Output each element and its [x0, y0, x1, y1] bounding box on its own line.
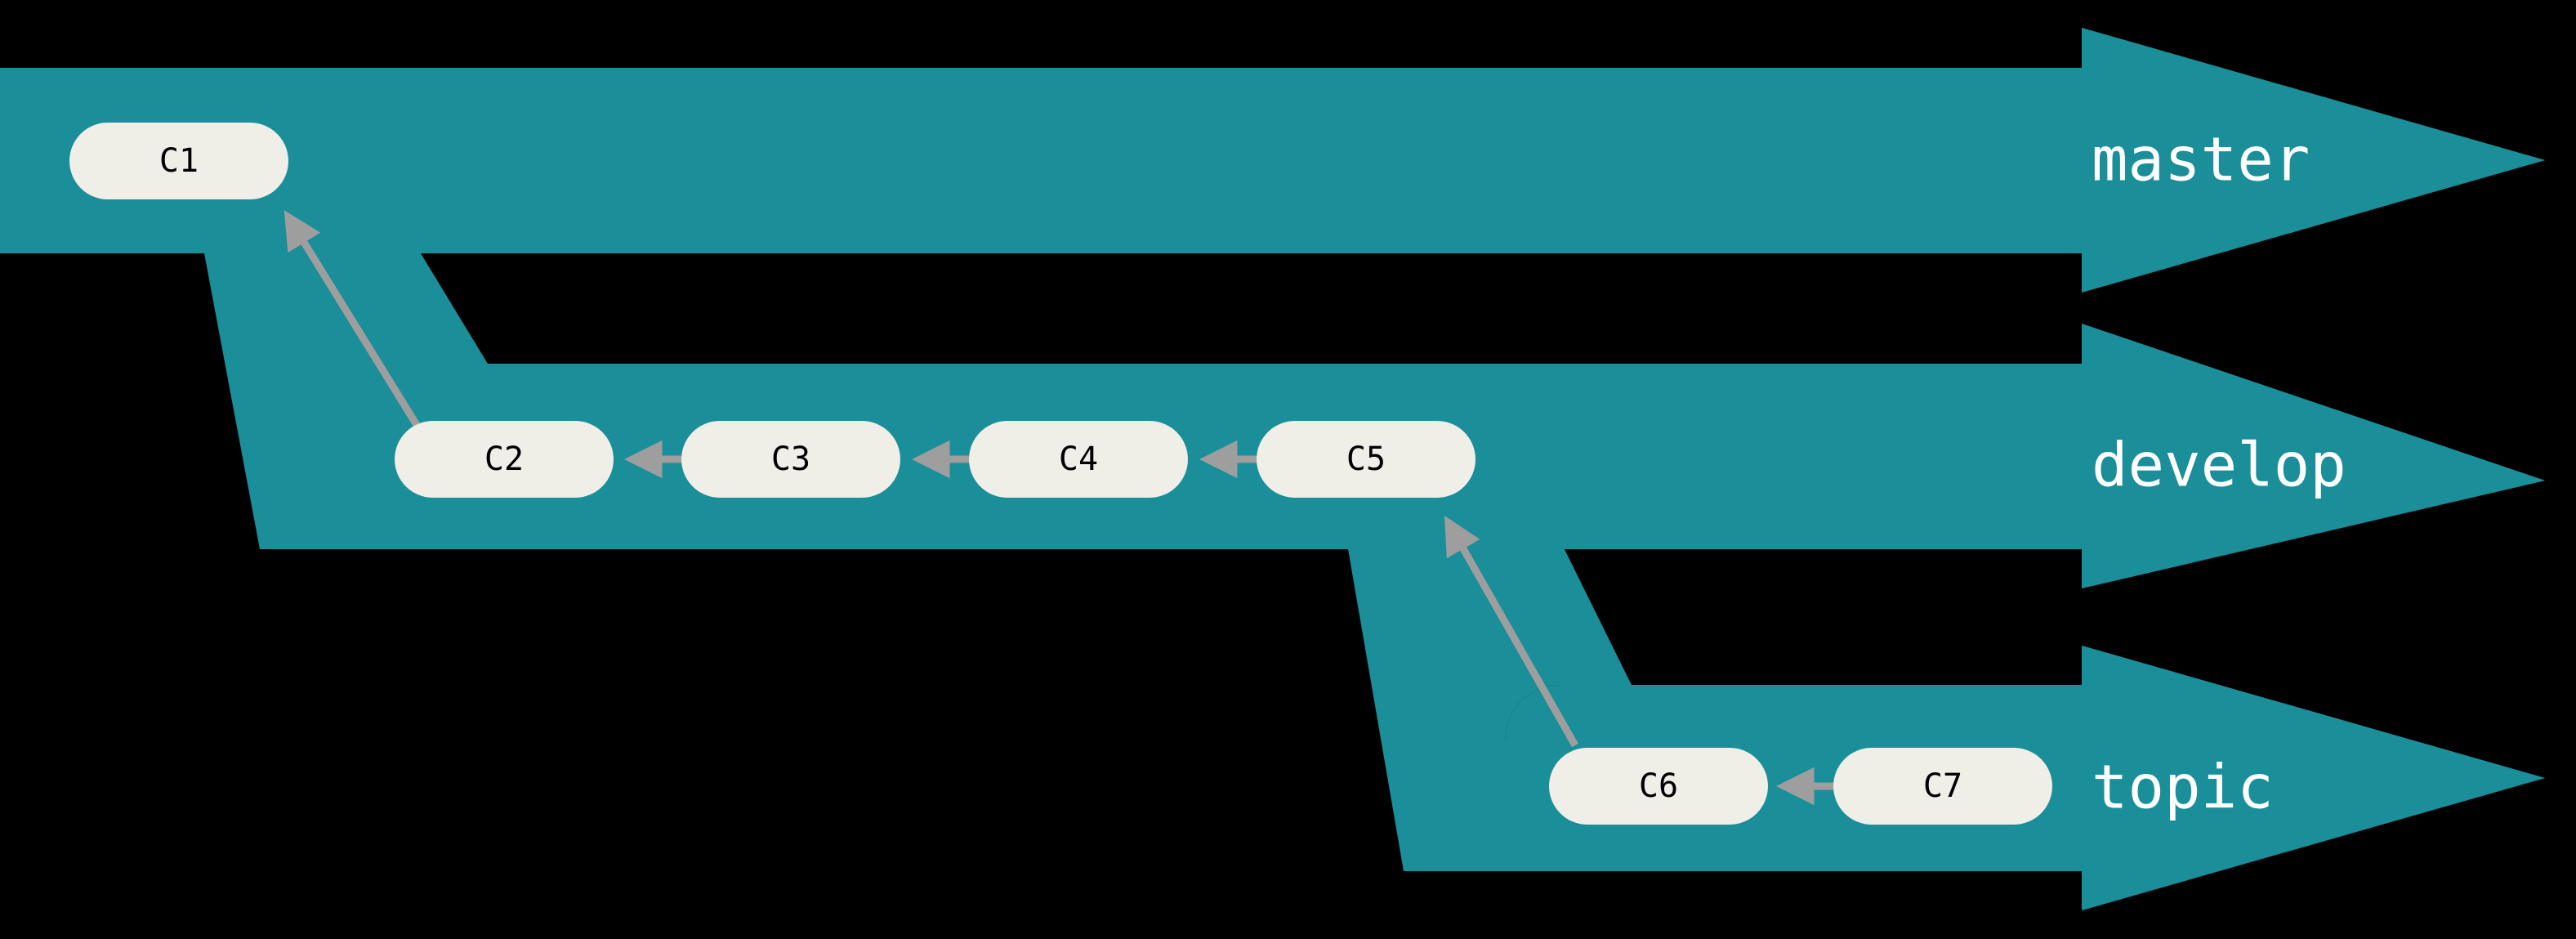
- commit-node-shape: [1833, 748, 2052, 825]
- commit-node-shape: [1257, 421, 1476, 498]
- edge-c6-to-c5: [1444, 515, 1578, 748]
- branch-label-develop: develop: [2092, 431, 2346, 501]
- commit-node-shape: [69, 123, 288, 199]
- parent-edges: [283, 210, 1837, 806]
- commit-node-c7[interactable]: C7: [1833, 748, 2052, 825]
- arrowhead-topic: [2082, 646, 2545, 910]
- commit-node-c2[interactable]: C2: [395, 421, 614, 498]
- commit-node-label: C4: [1059, 440, 1098, 478]
- commit-node-shape: [1549, 748, 1768, 825]
- commit-node-shape: [969, 421, 1188, 498]
- commit-node-c1[interactable]: C1: [69, 123, 288, 199]
- commit-node-shape: [681, 421, 900, 498]
- connector-develop-topic-ramp: [1348, 549, 1632, 871]
- commit-nodes: C1 C2 C3 C4 C5 C6: [69, 123, 2052, 825]
- notch-master-develop-outer: [2082, 253, 2576, 324]
- commit-node-c4[interactable]: C4: [969, 421, 1188, 498]
- branch-labels: master develop topic: [2092, 125, 2346, 823]
- commit-node-c5[interactable]: C5: [1257, 421, 1476, 498]
- branch-band-master: [0, 28, 2545, 293]
- commit-node-label: C7: [1923, 767, 1962, 805]
- branch-label-topic: topic: [2092, 753, 2274, 823]
- commit-node-label: C5: [1346, 440, 1386, 478]
- commit-node-shape: [395, 421, 614, 498]
- commit-node-label: C2: [484, 440, 524, 478]
- notch-develop-topic: [1565, 549, 2082, 685]
- commit-node-label: C1: [159, 142, 199, 180]
- commit-node-label: C3: [771, 440, 810, 478]
- notch-develop-topic-outer: [2082, 588, 2576, 646]
- connector-master-develop-ramp: [204, 253, 488, 549]
- commit-node-c3[interactable]: C3: [681, 421, 900, 498]
- notch-master-develop: [421, 253, 2082, 364]
- edge-c2-to-c1: [283, 210, 420, 427]
- branch-label-master: master: [2092, 125, 2310, 195]
- arrowhead-develop: [2082, 324, 2545, 588]
- commit-node-c6[interactable]: C6: [1549, 748, 1768, 825]
- arrowhead-master: [2082, 28, 2545, 293]
- commit-node-label: C6: [1639, 767, 1678, 805]
